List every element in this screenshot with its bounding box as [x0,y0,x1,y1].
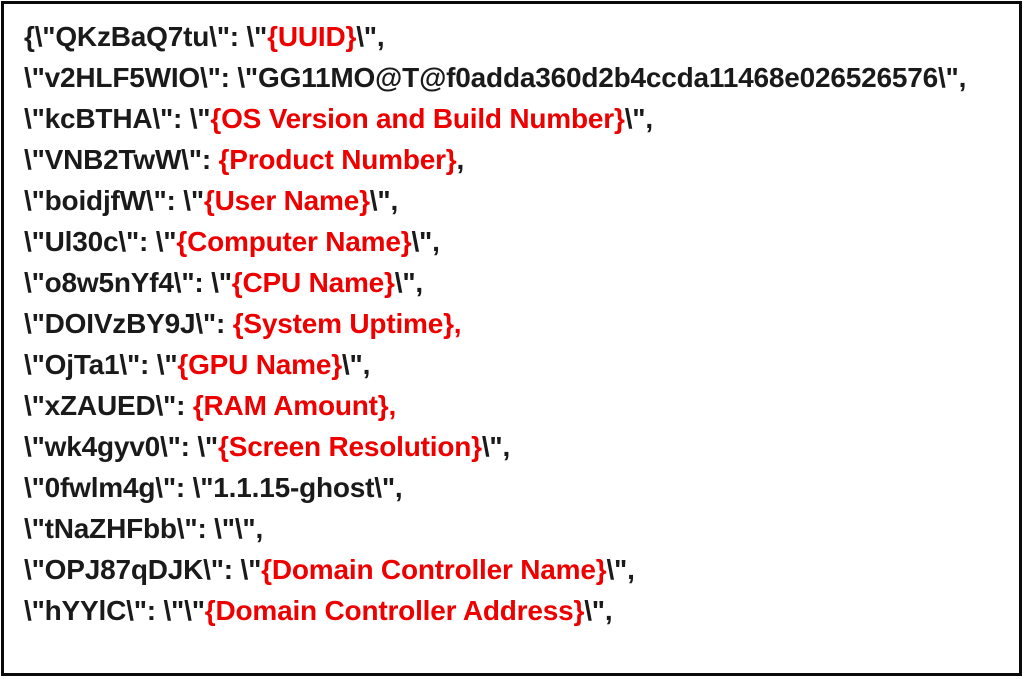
placeholder-token: {User Name} [203,185,370,216]
code-line: \"DOIVzBY9J\": {System Uptime}, [24,303,1009,344]
code-text: \"Ul30c\": \" [24,226,177,257]
code-text: \", [606,554,635,585]
code-text: \"v2HLF5WIO\": \"GG11MO@T@f0adda360d2b4c… [24,62,967,93]
code-text: \"kcBTHA\": \" [24,103,211,134]
code-line: \"0fwlm4g\": \"1.1.15-ghost\", [24,467,1009,508]
code-text: \", [356,21,385,52]
code-text: , [456,144,465,175]
code-line: \"boidjfW\": \"{User Name}\", [24,180,1009,221]
code-text: \"wk4gyv0\": \" [24,431,219,462]
code-line: \"hYYlC\": \"\"{Domain Controller Addres… [24,590,1009,631]
code-text: \", [394,267,423,298]
code-text: \", [369,185,399,216]
code-line: \"OjTa1\": \"{GPU Name}\", [24,344,1009,385]
code-line: \"OPJ87qDJK\": \"{Domain Controller Name… [24,549,1009,590]
code-text: \"DOIVzBY9J\": [24,308,233,339]
code-line: \"kcBTHA\": \"{OS Version and Build Numb… [24,98,1009,139]
placeholder-token: {RAM Amount}, [192,390,397,421]
code-line: \"v2HLF5WIO\": \"GG11MO@T@f0adda360d2b4c… [24,57,1009,98]
code-line: \"xZAUED\": {RAM Amount}, [24,385,1009,426]
code-text: \"0fwlm4g\": \"1.1.15-ghost\", [24,472,403,503]
code-text: \"OjTa1\": \" [24,349,178,380]
placeholder-token: {Screen Resolution} [218,431,482,462]
placeholder-token: {CPU Name} [231,267,395,298]
code-line: {\"QKzBaQ7tu\": \"{UUID}\", [24,16,1009,57]
code-line: \"o8w5nYf4\": \"{CPU Name}\", [24,262,1009,303]
code-text: \"OPJ87qDJK\": \" [24,554,262,585]
code-text: \"tNaZHFbb\": \"\", [24,513,264,544]
code-text: \"boidjfW\": \" [24,185,204,216]
code-line: \"Ul30c\": \"{Computer Name}\", [24,221,1009,262]
code-text: \", [624,103,653,134]
placeholder-token: {Domain Controller Name} [261,554,607,585]
code-line: \"wk4gyv0\": \"{Screen Resolution}\", [24,426,1009,467]
placeholder-token: {Product Number} [218,144,457,175]
placeholder-token: {OS Version and Build Number} [210,103,625,134]
code-line: \"VNB2TwW\": {Product Number}, [24,139,1009,180]
code-text: \", [341,349,371,380]
code-line: \"tNaZHFbb\": \"\", [24,508,1009,549]
code-text: \"VNB2TwW\": [24,144,219,175]
code-text: \"xZAUED\": [24,390,193,421]
placeholder-token: {UUID} [267,21,357,52]
code-text: \", [584,595,613,626]
placeholder-token: {GPU Name} [177,349,342,380]
placeholder-token: {Computer Name} [176,226,412,257]
placeholder-token: {System Uptime}, [232,308,462,339]
code-text: \"o8w5nYf4\": \" [24,267,232,298]
code-text: \", [411,226,440,257]
code-text: {\"QKzBaQ7tu\": \" [24,21,268,52]
code-block: {\"QKzBaQ7tu\": \"{UUID}\",\"v2HLF5WIO\"… [24,16,1009,631]
placeholder-token: {Domain Controller Address} [204,595,585,626]
code-text: \"hYYlC\": \"\" [24,595,205,626]
code-text: \", [481,431,511,462]
